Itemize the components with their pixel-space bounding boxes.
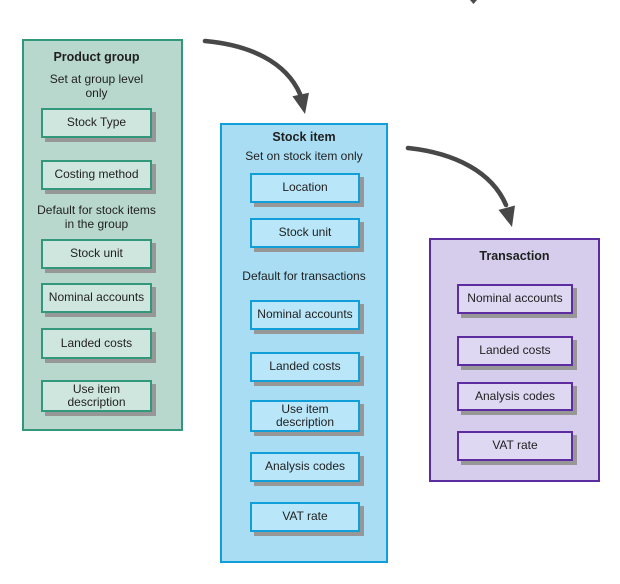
node-nominal-accounts: Nominal accounts xyxy=(41,283,152,313)
node-stock-type: Stock Type xyxy=(41,108,152,138)
node-stock-unit: Stock unit xyxy=(41,239,152,269)
node-nominal-accounts: Nominal accounts xyxy=(250,300,360,330)
stock-item-section2-label: Default for transactions xyxy=(242,269,366,283)
curved-arrow-icon-stock-to-transaction xyxy=(405,145,515,227)
product-group-section2-label: Default for stock items in the group xyxy=(37,203,156,231)
node-use-item-description: Use item description xyxy=(250,400,360,432)
node-costing-method: Costing method xyxy=(41,160,152,190)
node-landed-costs: Landed costs xyxy=(41,328,152,359)
product-group-title: Product group xyxy=(53,50,140,64)
node-use-item-description: Use item description xyxy=(41,380,152,412)
cropped-artifact-mark xyxy=(470,0,477,4)
node-analysis-codes: Analysis codes xyxy=(457,382,573,411)
node-location: Location xyxy=(250,173,360,203)
panel-stock-item: Stock item Set on stock item only Locati… xyxy=(220,123,388,563)
node-landed-costs: Landed costs xyxy=(250,352,360,382)
product-group-section1-label: Set at group level only xyxy=(49,72,144,100)
panel-transaction: Transaction Nominal accounts Landed cost… xyxy=(429,238,600,482)
node-nominal-accounts: Nominal accounts xyxy=(457,284,573,314)
node-vat-rate: VAT rate xyxy=(457,431,573,461)
node-stock-unit: Stock unit xyxy=(250,218,360,248)
curved-arrow-icon-product-to-stock xyxy=(202,38,309,114)
stock-item-section1-label: Set on stock item only xyxy=(245,149,363,163)
stock-item-title: Stock item xyxy=(272,130,336,144)
node-landed-costs: Landed costs xyxy=(457,336,573,366)
panel-product-group: Product group Set at group level only St… xyxy=(22,39,183,431)
node-vat-rate: VAT rate xyxy=(250,502,360,532)
node-analysis-codes: Analysis codes xyxy=(250,452,360,482)
transaction-title: Transaction xyxy=(479,249,550,263)
